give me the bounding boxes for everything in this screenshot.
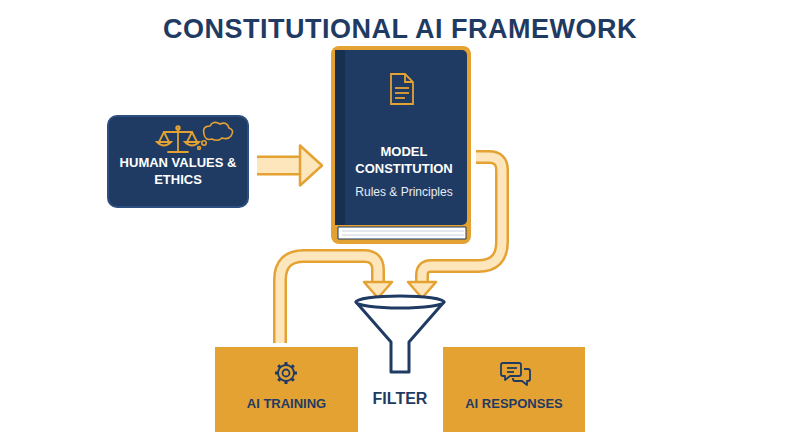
responses-box: AI RESPONSES: [443, 347, 585, 432]
scales-icon: [157, 126, 199, 152]
filter-funnel: FILTER: [352, 292, 448, 410]
node-label: AI TRAINING: [247, 396, 326, 412]
node-label: AI RESPONSES: [465, 396, 563, 412]
arrow-shaft-fill: [257, 158, 302, 173]
chat-icon: [501, 363, 530, 385]
node-label: FILTER: [371, 390, 430, 408]
node-label: HUMAN VALUES & ETHICS: [117, 154, 239, 188]
node-label: MODEL CONSTITUTION: [350, 143, 458, 177]
node-subtitle: Rules & Principles: [355, 185, 452, 200]
thought-bubble-icon: [198, 122, 233, 149]
funnel-outline: [352, 292, 448, 376]
values-box: HUMAN VALUES & ETHICS: [107, 115, 249, 208]
flow-arrow: [257, 146, 322, 186]
diagram-title: CONSTITUTIONAL AI FRAMEWORK: [0, 14, 800, 45]
arrow-shaft: [257, 156, 302, 176]
arrow-head: [300, 146, 322, 186]
document-icon: [391, 74, 413, 104]
training-box: AI TRAINING: [215, 347, 358, 432]
constitution-book: MODEL CONSTITUTION Rules & Principles: [330, 45, 472, 245]
gear-icon: [275, 362, 297, 384]
